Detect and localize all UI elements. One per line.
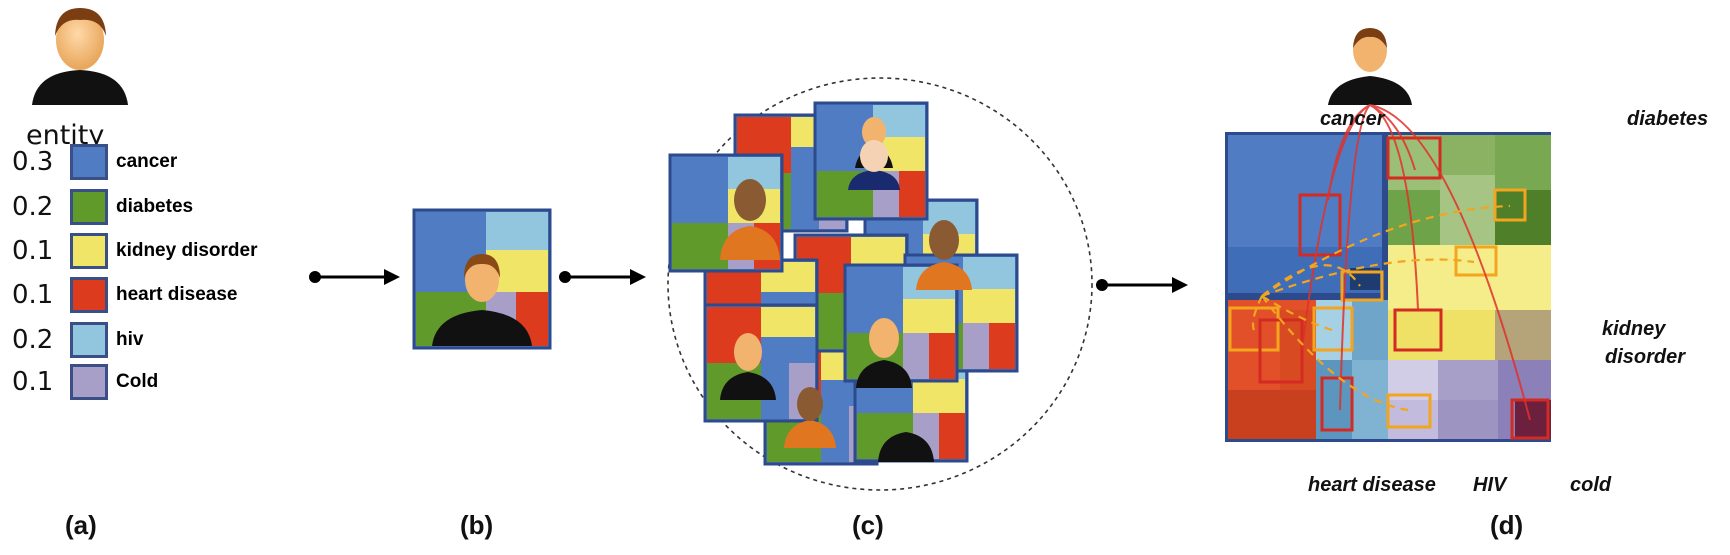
legend-swatch-diabetes	[70, 189, 108, 225]
treemap-visualization	[1225, 28, 1551, 442]
treemap-label-heart-disease: heart disease	[1308, 474, 1436, 496]
legend-swatch-hiv	[70, 322, 108, 358]
panel-label-b: (b)	[460, 510, 494, 540]
panel-label-d: (d)	[1490, 510, 1524, 540]
treemap-label-kidney-2: disorder	[1605, 346, 1686, 368]
legend-value: 0.3	[12, 147, 54, 177]
person-icon	[848, 140, 900, 190]
entity-person-icon	[32, 8, 128, 105]
person-icon	[720, 179, 780, 260]
treemap-label-cancer: cancer	[1320, 108, 1385, 130]
treemap-label-diabetes: diabetes	[1627, 108, 1709, 130]
person-icon	[916, 220, 972, 290]
person-icon	[878, 432, 934, 462]
arrow-a-to-b	[309, 269, 400, 285]
cluster-boundary	[667, 77, 1093, 491]
legend-swatch-kidney	[70, 233, 108, 269]
legend-row-cancer: 0.3 cancer	[12, 142, 177, 182]
legend-label: cancer	[116, 151, 178, 172]
legend-row-kidney: 0.1 kidney disorder	[12, 231, 258, 271]
legend-label: Cold	[116, 371, 159, 392]
entity-profile-card	[412, 208, 552, 350]
person-icon	[784, 387, 836, 448]
person-icon	[720, 333, 776, 400]
treemap	[1225, 132, 1551, 442]
entity-collection-cluster	[667, 77, 1093, 491]
legend-row-heart: 0.1 heart disease	[12, 275, 237, 315]
legend-value: 0.2	[12, 325, 54, 355]
legend-label: diabetes	[116, 196, 194, 217]
legend-value: 0.1	[12, 280, 54, 310]
arrow-c-to-d	[1096, 277, 1188, 293]
legend-row-cold: 0.1 Cold	[12, 362, 158, 402]
legend-row-hiv: 0.2 hiv	[12, 320, 143, 360]
treemap-label-hiv: HIV	[1473, 474, 1507, 496]
legend-label: heart disease	[116, 284, 238, 305]
legend-value: 0.1	[12, 367, 54, 397]
arrow-b-to-c	[559, 269, 646, 285]
treemap-label-kidney-1: kidney	[1602, 318, 1666, 340]
query-person-top-icon	[1328, 28, 1412, 105]
person-icon	[856, 318, 912, 388]
legend-label: kidney disorder	[116, 240, 258, 261]
legend-swatch-cold	[70, 364, 108, 400]
legend-value: 0.1	[12, 236, 54, 266]
panel-label-a: (a)	[65, 510, 97, 540]
treemap-label-cold: cold	[1570, 474, 1612, 496]
orange-query-paths	[1251, 204, 1511, 412]
legend-swatch-cancer	[70, 144, 108, 180]
legend-row-diabetes: 0.2 diabetes	[12, 187, 193, 227]
legend-value: 0.2	[12, 192, 54, 222]
legend-label: hiv	[116, 329, 144, 350]
legend-swatch-heart	[70, 277, 108, 313]
panel-label-c: (c)	[852, 510, 884, 540]
red-query-paths	[1301, 104, 1531, 421]
